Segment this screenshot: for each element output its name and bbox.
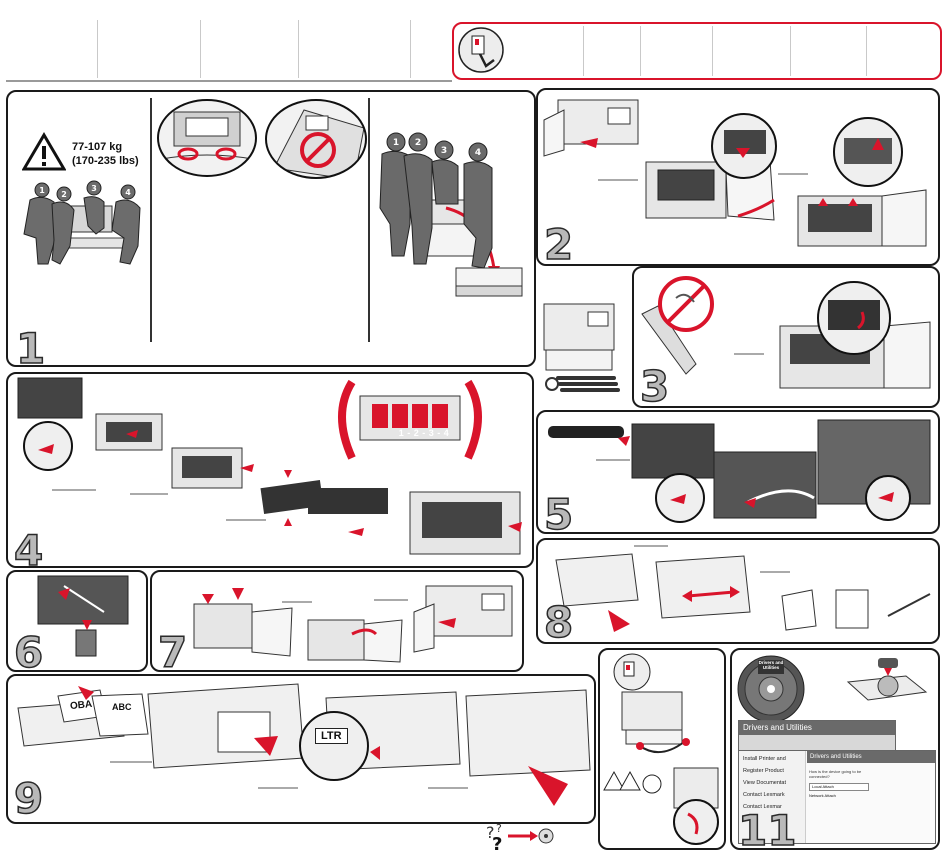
menu-item-register[interactable]: Register Product (743, 768, 784, 774)
svg-text:?: ? (496, 822, 502, 835)
step-number: 1 (15, 324, 46, 367)
step-5-illustration (548, 419, 931, 523)
person-label: 3 (441, 146, 447, 156)
person-label: 4 (475, 148, 481, 158)
dialog-question: How is the device going to be connected? (809, 769, 862, 779)
divider (150, 98, 152, 342)
dialog-title: Drivers and Utilities (807, 751, 935, 763)
panel-step-7: 7 (150, 570, 524, 672)
cd-drive-illustration (846, 658, 928, 701)
step-number: 2 (543, 220, 574, 266)
person-label: 1 (393, 138, 399, 148)
panel-step-11: Drivers and Utilities Drivers and Utilit… (730, 648, 940, 850)
step-number: 7 (157, 628, 188, 672)
panel-step-6: 6 (6, 570, 148, 672)
panel-step-4: 1 - 2 - 3 - 4 4 (6, 372, 534, 568)
menu-item-contact-2[interactable]: Contact Lexmar (743, 804, 782, 810)
paper-size-label: LTR (315, 728, 348, 744)
step-number: 5 (543, 490, 574, 534)
printer-with-supplies-illustration (543, 303, 620, 392)
panel-step-2: 2 (536, 88, 940, 266)
people-carrying-illustration: 1 2 3 4 (376, 128, 526, 304)
do-not-lift-circle (264, 98, 368, 180)
menu-item-install[interactable]: Install Printer and (743, 756, 786, 762)
panel-step-5: 5 (536, 410, 940, 534)
svg-text:?: ? (492, 834, 502, 852)
step-number: 9 (13, 774, 44, 823)
step-2-illustration (543, 99, 927, 247)
header-divider (640, 26, 641, 76)
option-network-attach[interactable]: Network Attach (809, 793, 836, 798)
installer-dialog: Install Printer and Register Product Vie… (738, 750, 936, 844)
person-label: 1 (39, 186, 45, 195)
installer-title: Drivers and Utilities (739, 721, 895, 735)
step-4-illustration (17, 377, 522, 555)
header-divider (200, 20, 201, 78)
paper-label: ABC (112, 702, 132, 712)
help-icon[interactable]: ? ? ? (484, 818, 554, 852)
header-divider (712, 26, 713, 76)
menu-item-documentation[interactable]: View Documentat (743, 780, 787, 786)
step-10-illustration (603, 653, 719, 845)
divider (368, 98, 370, 342)
cd-label: Drivers and Utilities (758, 660, 784, 670)
panel-step-1: 77-107 kg (170-235 lbs) 1 2 3 4 (6, 90, 536, 367)
step-number: 3 (639, 362, 670, 408)
person-label: 3 (91, 184, 97, 193)
header-divider (97, 20, 98, 78)
step-7-illustration (193, 585, 513, 663)
step-number: 6 (13, 628, 44, 672)
weight-lbs: (170-235 lbs) (72, 155, 139, 167)
header-divider (298, 20, 299, 78)
power-connection-icon (456, 24, 506, 76)
menu-item-contact[interactable]: Contact Lexmark (743, 792, 785, 798)
step-number: 11 (737, 806, 797, 850)
step-6-illustration (37, 575, 129, 657)
handles-detail-circle (156, 98, 258, 178)
step-number: 4 (13, 526, 44, 568)
panel-step-3: 3 (632, 266, 940, 408)
header-rule (6, 80, 452, 82)
header-divider (410, 20, 411, 78)
panel-step-8: 8 (536, 538, 940, 644)
paper-label: OBA (69, 698, 93, 713)
person-label: 4 (125, 188, 131, 197)
warning-icon (22, 132, 66, 172)
header-divider (583, 26, 584, 76)
step-3-illustration (641, 276, 931, 389)
step-8-illustration (555, 545, 931, 632)
installer-window: Drivers and Utilities (738, 720, 896, 752)
panel-step-10 (598, 648, 726, 850)
people-lifting-illustration: 1 2 3 4 (12, 176, 148, 268)
cd-disc (736, 654, 806, 724)
header-highlight-box (452, 22, 942, 80)
svg-text:?: ? (486, 823, 495, 842)
step-9-illustration (17, 683, 591, 806)
person-label: 2 (61, 190, 67, 199)
panel-step-9: OBA ABC LTR 9 (6, 674, 596, 824)
weight-kg: 77-107 kg (72, 141, 123, 153)
menu-item-exit[interactable]: Exit (743, 816, 753, 822)
cartridge-sequence: 1 - 2 - 3 - 4 (398, 428, 450, 438)
header-divider (790, 26, 791, 76)
person-label: 2 (415, 138, 421, 148)
header-divider (866, 26, 867, 76)
step-number: 8 (543, 598, 574, 644)
option-local-attach[interactable]: Local Attach (809, 783, 869, 791)
